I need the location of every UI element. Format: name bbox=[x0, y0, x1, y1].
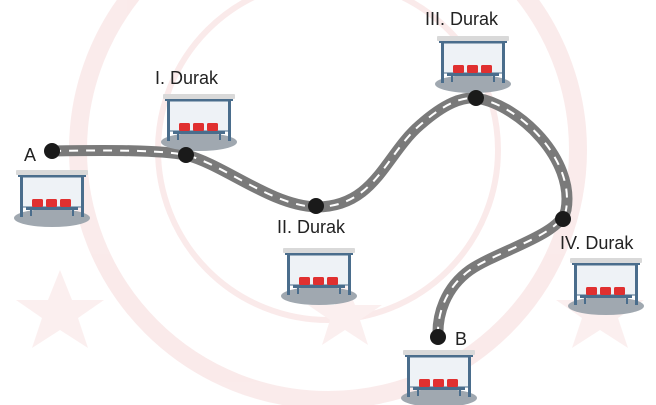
node-stop-4 bbox=[555, 211, 571, 227]
label-start: A bbox=[24, 145, 36, 165]
label-stop-1: I. Durak bbox=[155, 68, 219, 88]
label-stop-2: II. Durak bbox=[277, 217, 346, 237]
label-end: B bbox=[455, 329, 467, 349]
watermark-seal bbox=[16, 0, 644, 405]
shelter-stop-4 bbox=[567, 257, 645, 316]
node-start bbox=[44, 143, 60, 159]
shelter-start bbox=[13, 169, 91, 228]
shelter-stop-2 bbox=[280, 247, 358, 306]
node-stop-1 bbox=[178, 147, 194, 163]
label-stop-4: IV. Durak bbox=[560, 233, 634, 253]
node-stop-3 bbox=[468, 90, 484, 106]
label-stop-3: III. Durak bbox=[425, 9, 499, 29]
shelter-stop-1 bbox=[160, 93, 238, 152]
shelter-end bbox=[400, 349, 478, 405]
node-stop-2 bbox=[308, 198, 324, 214]
node-end bbox=[430, 329, 446, 345]
road-route bbox=[46, 92, 573, 343]
shelter-stop-3 bbox=[434, 35, 512, 94]
